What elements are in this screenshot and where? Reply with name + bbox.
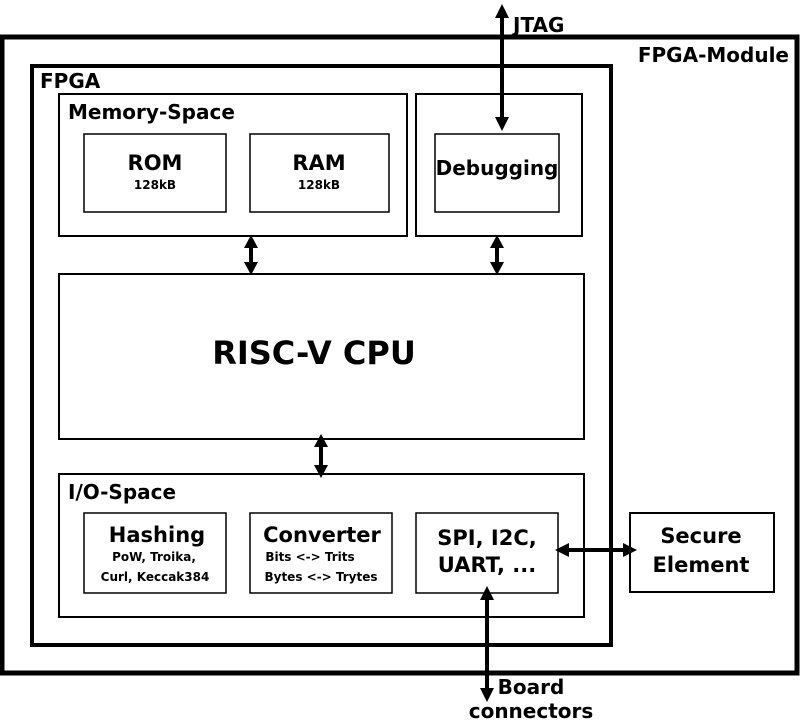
- secure-element-line1: Secure: [660, 524, 741, 548]
- cpu-label: RISC-V CPU: [212, 334, 416, 372]
- fpga-module-label: FPGA-Module: [638, 43, 789, 67]
- converter-line2: Bytes <-> Trytes: [264, 570, 377, 584]
- converter-label: Converter: [263, 523, 381, 547]
- rom-label: ROM: [128, 151, 183, 175]
- board-connectors-arrow: [480, 586, 494, 702]
- hashing-box: [83, 512, 227, 594]
- jtag-label: JTAG: [511, 13, 564, 37]
- debugging-box: [434, 133, 560, 213]
- memory-cpu-arrow: [244, 235, 258, 275]
- hashing-label: Hashing: [109, 523, 205, 547]
- jtag-arrow: [495, 4, 509, 131]
- board-connectors-line2: connectors: [469, 699, 594, 723]
- hashing-line2: Curl, Keccak384: [101, 570, 210, 584]
- io-space-label: I/O-Space: [68, 480, 176, 504]
- fpga-label: FPGA: [40, 69, 101, 93]
- rom-box: [83, 133, 227, 213]
- cpu-io-arrow: [314, 434, 328, 478]
- converter-box: [249, 512, 393, 594]
- debugging-cpu-arrow: [490, 235, 504, 275]
- converter-line1: Bits <-> Trits: [265, 550, 354, 564]
- debugging-label: Debugging: [436, 156, 559, 180]
- peripherals-secure-arrow: [555, 543, 637, 557]
- ram-box: [249, 133, 390, 213]
- ram-label: RAM: [292, 151, 345, 175]
- ram-size: 128kB: [298, 178, 340, 192]
- secure-element-line2: Element: [653, 553, 750, 577]
- peripherals-line1: SPI, I2C,: [437, 526, 536, 550]
- peripherals-box: [415, 512, 559, 594]
- secure-element-box: [629, 512, 775, 593]
- rom-size: 128kB: [134, 178, 176, 192]
- memory-space-label: Memory-Space: [68, 100, 235, 124]
- hashing-line1: PoW, Troika,: [112, 550, 196, 564]
- peripherals-line2: UART, ...: [438, 553, 536, 577]
- board-connectors-line1: Board: [498, 675, 565, 699]
- cpu-box: [58, 273, 585, 440]
